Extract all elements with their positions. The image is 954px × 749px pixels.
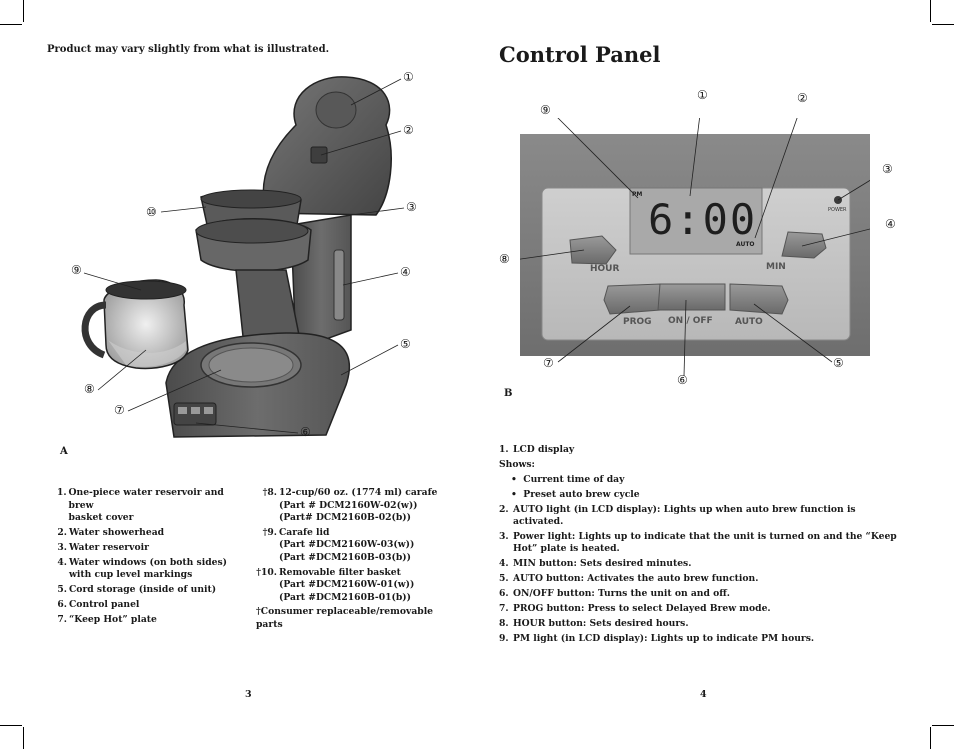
prog-button-label[interactable]: PROG (623, 317, 652, 327)
page-number-right: 4 (700, 689, 707, 700)
footnote: †Consumer replaceable/removable parts (256, 606, 434, 630)
callout-7: ⑦ (114, 403, 125, 417)
list-item: 9.PM light (in LCD display): Lights up t… (499, 632, 815, 644)
list-item: 7.PROG button: Press to select Delayed B… (499, 602, 771, 614)
list-item: 8.HOUR button: Sets desired hours. (499, 617, 689, 629)
list-item: • Current time of day (511, 473, 625, 485)
disclaimer-note: Product may vary slightly from what is i… (47, 44, 330, 55)
list-item: 3.Water reservoir (57, 541, 149, 553)
list-item: †9.Carafe lid(Part #DCM2160W-03(w))(Part… (262, 526, 415, 563)
callout-10: ⑩ (146, 205, 157, 219)
lcd-auto-indicator: AUTO (736, 241, 755, 248)
list-item: 7.“Keep Hot” plate (57, 614, 157, 626)
lcd-time: 6:00 (648, 195, 758, 244)
callout-3: ③ (406, 200, 417, 214)
control-list: 1.LCD display Shows: • Current time of d… (499, 444, 909, 648)
hour-button-label[interactable]: HOUR (590, 264, 620, 274)
coffeemaker-illustration: ① ② ③ ④ ⑤ ⑥ ⑦ ⑧ ⑨ ⑩ (46, 65, 426, 445)
callout-8: ⑧ (84, 382, 95, 396)
list-item: 2.AUTO light (in LCD display): Lights up… (499, 503, 856, 528)
callout-4: ④ (400, 265, 411, 279)
crop-mark (23, 0, 24, 22)
list-item: 4.MIN button: Sets desired minutes. (499, 558, 692, 570)
crop-mark (930, 727, 931, 749)
crop-mark (930, 0, 931, 22)
crop-mark (932, 725, 954, 726)
crop-mark (0, 24, 22, 25)
crop-mark (932, 24, 954, 25)
callout-6: ⑥ (300, 425, 311, 439)
callout-b-1: ① (697, 88, 708, 102)
list-item: 5.AUTO button: Activates the auto brew f… (499, 573, 759, 585)
list-item: 2.Water showerhead (57, 527, 165, 539)
callout-5: ⑤ (400, 337, 411, 351)
callout-b-6: ⑥ (677, 373, 688, 387)
crop-mark (0, 725, 22, 726)
callout-b-5: ⑤ (833, 356, 844, 370)
list-item: 5.Cord storage (inside of unit) (57, 584, 217, 596)
shows-label: Shows: (499, 458, 535, 470)
auto-button-label[interactable]: AUTO (735, 317, 763, 327)
page-title: Control Panel (499, 42, 661, 67)
callout-1: ① (403, 70, 414, 84)
replaceable-parts-list: †8.12-cup/60 oz. (1774 ml) carafe(Part #… (256, 487, 456, 634)
callout-b-7: ⑦ (543, 356, 554, 370)
callout-2: ② (403, 123, 414, 137)
callout-b-9: ⑨ (540, 103, 551, 117)
page-number-left: 3 (245, 689, 252, 700)
callout-b-2: ② (797, 91, 808, 105)
list-item: 6.ON/OFF button: Turns the unit on and o… (499, 588, 730, 600)
figure-label-b: B (504, 388, 513, 399)
list-item: †10.Removable filter basket(Part #DCM216… (256, 566, 415, 603)
list-item: 3.Power light: Lights up to indicate tha… (499, 530, 897, 555)
callout-b-4: ④ (885, 217, 896, 231)
figure-label-a: A (60, 446, 68, 457)
callout-9: ⑨ (71, 263, 82, 277)
min-button-label[interactable]: MIN (766, 262, 786, 272)
lcd-pm-indicator: PM (632, 191, 643, 198)
control-panel-drawing (513, 97, 883, 377)
control-panel-illustration: PM 6:00 AUTO POWER HOUR MIN PROG ON / OF… (513, 97, 883, 377)
list-item: 4.Water windows (on both sides)with cup … (57, 556, 227, 581)
list-item: †8.12-cup/60 oz. (1774 ml) carafe(Part #… (262, 487, 438, 524)
list-item: • Preset auto brew cycle (511, 488, 640, 500)
list-item: 6.Control panel (57, 599, 140, 611)
list-item: 1.LCD display (499, 444, 575, 455)
onoff-button-label[interactable]: ON / OFF (668, 316, 713, 326)
crop-mark (23, 727, 24, 749)
callout-b-8: ⑧ (499, 252, 510, 266)
coffeemaker-drawing (81, 76, 405, 438)
power-light-label: POWER (828, 207, 847, 213)
callout-b-3: ③ (882, 162, 893, 176)
